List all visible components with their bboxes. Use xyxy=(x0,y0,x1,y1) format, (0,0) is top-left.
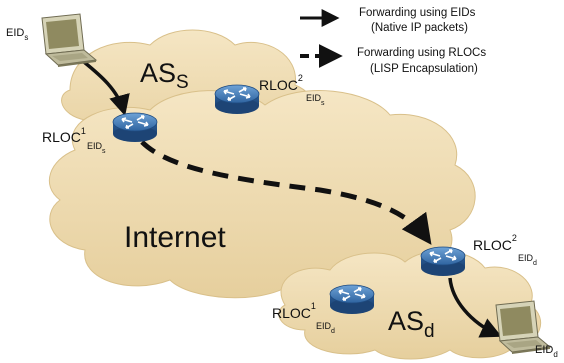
internet-label: Internet xyxy=(124,221,226,254)
router-icon xyxy=(214,84,260,115)
legend-solid-line1: Forwarding using EIDs xyxy=(359,7,476,19)
dest-as-label: ASd xyxy=(388,306,435,342)
legend: Forwarding using EIDs (Native IP packets… xyxy=(300,7,486,75)
router-icon xyxy=(420,246,466,277)
rloc2-source-sub: EIDs xyxy=(306,93,325,107)
legend-dashed-line2: (LISP Encapsulation) xyxy=(370,63,478,75)
cloud-dest-as xyxy=(278,250,542,360)
rloc2-dest-sub: EIDd xyxy=(518,253,537,267)
native-forward-arrow-dest xyxy=(448,277,502,338)
encapsulated-forward-arrow xyxy=(140,140,432,245)
rloc1-dest-sub: EIDd xyxy=(316,321,335,335)
source-eid-label: EIDs xyxy=(6,27,28,42)
router-icon xyxy=(112,112,158,143)
rloc1-source-sub: EIDs xyxy=(87,141,106,155)
legend-dashed-line1: Forwarding using RLOCs xyxy=(357,47,486,59)
rloc1-dest-label: RLOC1 xyxy=(272,301,316,321)
rloc2-source-label: RLOC2 xyxy=(259,73,303,93)
dest-eid-label: EIDd xyxy=(535,344,558,359)
source-as-label: ASS xyxy=(140,58,189,93)
legend-solid-line2: (Native IP packets) xyxy=(371,22,468,34)
router-icon xyxy=(329,284,375,315)
native-forward-arrow-source xyxy=(82,60,130,117)
laptop-icon xyxy=(41,13,97,68)
rloc2-dest-label: RLOC2 xyxy=(473,233,517,253)
rloc1-source-label: RLOC1 xyxy=(42,126,86,145)
